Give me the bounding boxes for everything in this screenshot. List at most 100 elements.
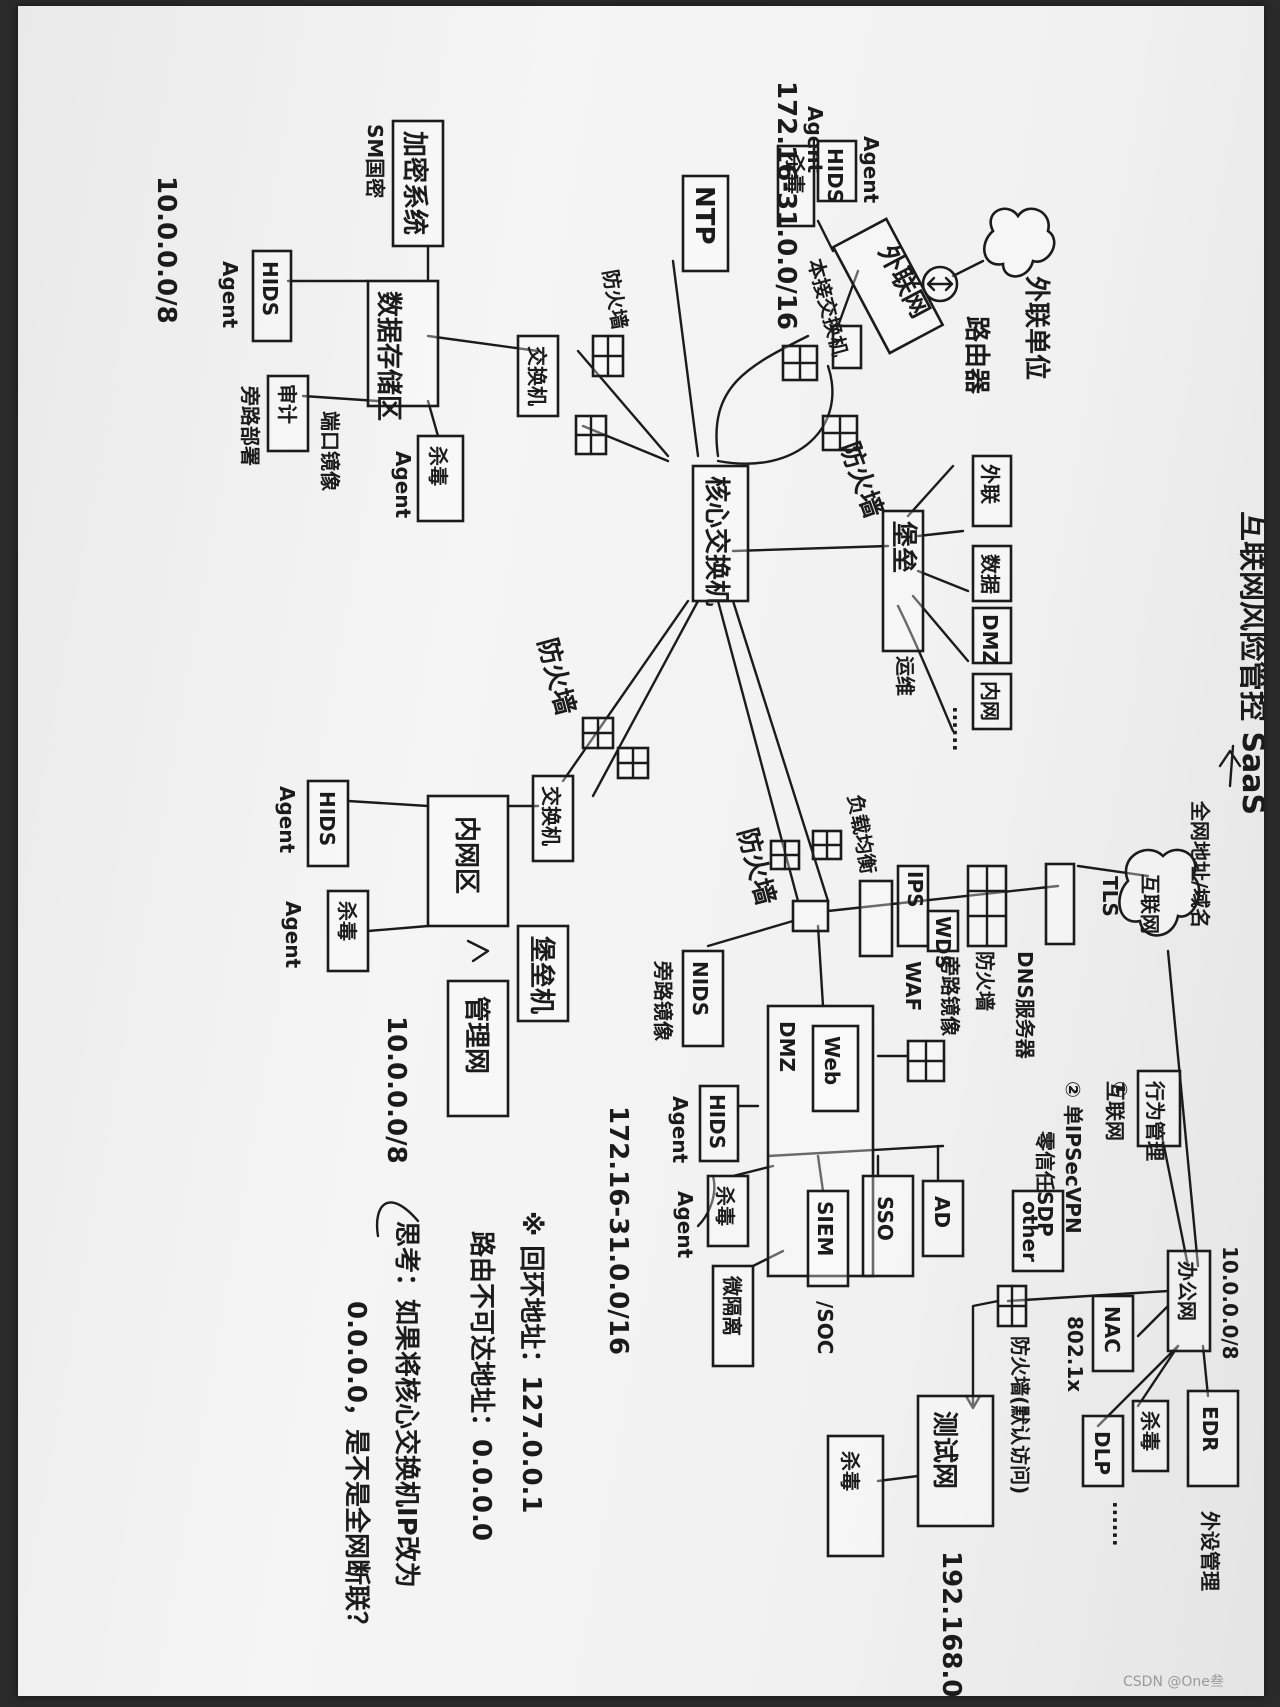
ext-agent2-label: Agent: [803, 106, 827, 174]
soc-label: /SOC: [813, 1301, 837, 1354]
dc-av-box: [416, 434, 465, 523]
dc-hids-label: HIDS: [258, 261, 282, 316]
ext-switch-box: [831, 324, 863, 370]
host-box: [516, 924, 570, 1023]
nids-label: NIDS: [688, 961, 712, 1016]
link-dmzswitch-dmz: [816, 924, 825, 1008]
link-core-ntp: [671, 259, 700, 458]
extranet-cloud-label: 外联单位: [1021, 276, 1052, 380]
ntp-label: NTP: [689, 186, 719, 245]
dlp-label: DLP: [1090, 1431, 1114, 1475]
other-box: [1011, 1189, 1065, 1273]
other-label: other: [1018, 1201, 1042, 1262]
dmz-switch-box: [791, 899, 830, 933]
br-dmz-box: [971, 606, 1013, 665]
dc-fw-label: 防火墙: [598, 268, 632, 331]
in-hids-box: [306, 779, 350, 868]
encrypt-label: 加密系统: [399, 131, 430, 235]
ext-av-box: [776, 144, 816, 228]
link-ext-switch: [836, 269, 860, 328]
br-extranet-box: [971, 454, 1013, 528]
boxes: [251, 119, 1240, 1558]
link-fort-dmz: [916, 569, 970, 593]
dmz-fw-label: 防火墙: [973, 951, 997, 1011]
ips-label: IPS: [903, 871, 927, 908]
note-question-1: 思考：如果将核心交换机IP改为: [391, 1221, 422, 1588]
bus-av: [731, 1164, 775, 1178]
dc-switch-label: 交换机: [525, 346, 549, 406]
ips-box: [896, 864, 930, 948]
dmz-bus: [766, 1144, 945, 1158]
core-switch-label: 核心交换机: [701, 476, 732, 606]
link-fort-ext: [906, 464, 955, 518]
link-office-nac: [1136, 1304, 1170, 1338]
dmz-label: DMZ: [775, 1021, 799, 1072]
dmz-av-agent-label: Agent: [673, 1191, 697, 1259]
in-av-box: [326, 889, 370, 973]
watermark-text: CSDN @One叁: [1123, 1673, 1224, 1690]
ext-av-label: 杀毒: [783, 154, 807, 194]
in-agent-label: Agent: [275, 786, 299, 854]
internet-label: 互联网: [1138, 874, 1162, 934]
wds-label: WDS: [931, 916, 955, 969]
dc-av-label: 杀毒: [426, 446, 450, 486]
fortress-label: 堡垒: [888, 521, 919, 573]
vpn-note3-label: 零信任SDP: [1033, 1130, 1057, 1237]
dmz-box: [766, 1004, 875, 1278]
dmz-ip-label: 172.16-31.0.0/16: [603, 1106, 633, 1355]
in-switch-label: 交换机: [539, 786, 563, 846]
aux-label: 负载均衡: [843, 793, 881, 876]
link-dcswitch-dc: [426, 334, 540, 353]
dc-audit-sub-label: 旁路部署: [238, 385, 262, 466]
diagram-title: 互联网风险管控 SaaS: [1235, 511, 1264, 815]
peripheral-etc-label: ......: [1108, 1501, 1132, 1547]
dc-av-agent-label: Agent: [391, 451, 415, 519]
link-fort-data: [916, 529, 965, 538]
ntp-box: [681, 174, 730, 273]
dlp-box: [1081, 1414, 1125, 1488]
micro-label: 微隔离: [720, 1275, 744, 1336]
wds-box: [926, 909, 960, 953]
saas-arrowhead: [1218, 749, 1242, 768]
web-box: [811, 1024, 860, 1113]
intranet-box: [426, 794, 510, 928]
vpn-note2-label: ② 单IPSecVPN: [1061, 1081, 1085, 1234]
office-label: 办公网: [1175, 1261, 1199, 1321]
ad-label: AD: [930, 1196, 954, 1228]
dc-audit-box: [266, 374, 310, 453]
dc-agent-label: Agent: [218, 261, 242, 329]
encrypt-sub-label: SM国密: [363, 124, 387, 198]
router-label: 路由器: [961, 316, 992, 395]
nids-box: [681, 949, 725, 1048]
link-dc-audit: [301, 394, 380, 403]
br-extranet-label: 外联: [978, 464, 1002, 504]
link-core-fortress: [731, 544, 890, 553]
intranet-label: 内网区: [451, 816, 481, 894]
edr-box: [1186, 1389, 1240, 1488]
test-box: [916, 1394, 995, 1528]
behavior-label: 行为管理: [1143, 1080, 1167, 1161]
note-unreachable: 路由不可达地址：0.0.0.0: [466, 1231, 497, 1541]
dns-label: DNS服务器: [1013, 951, 1037, 1060]
extranet-ip: 172.16-31.0.0/16: [771, 81, 801, 330]
internet-note-label: 全网地址/域名: [1188, 800, 1212, 928]
peripheral-label: 外设管理: [1198, 1511, 1222, 1591]
link-core-dcfw2: [581, 424, 670, 463]
link-fort-etc: [896, 604, 955, 733]
firewall-symbols: [574, 265, 1028, 1328]
link-dns-internet: [1076, 864, 1150, 878]
ad-box: [921, 1179, 965, 1258]
dc-audit-label: 审计: [275, 384, 299, 424]
nac-box: [1091, 1294, 1135, 1373]
office-av-box: [1131, 1399, 1170, 1473]
test-fw-label: 防火墙(默认访问): [1008, 1336, 1032, 1494]
br-data-box: [971, 544, 1013, 603]
internet-cloud-icon: [1118, 848, 1201, 937]
dc-ip-label: 10.0.0.0/8: [151, 176, 181, 324]
ext-hids-label: HIDS: [823, 148, 847, 203]
dmz-hids-agent-label: Agent: [668, 1096, 692, 1164]
mgmt-box: [446, 979, 510, 1118]
br-ops-label: 运维: [893, 656, 917, 696]
br-etc-label: ......: [948, 706, 972, 752]
notes-curve: [375, 1201, 420, 1238]
